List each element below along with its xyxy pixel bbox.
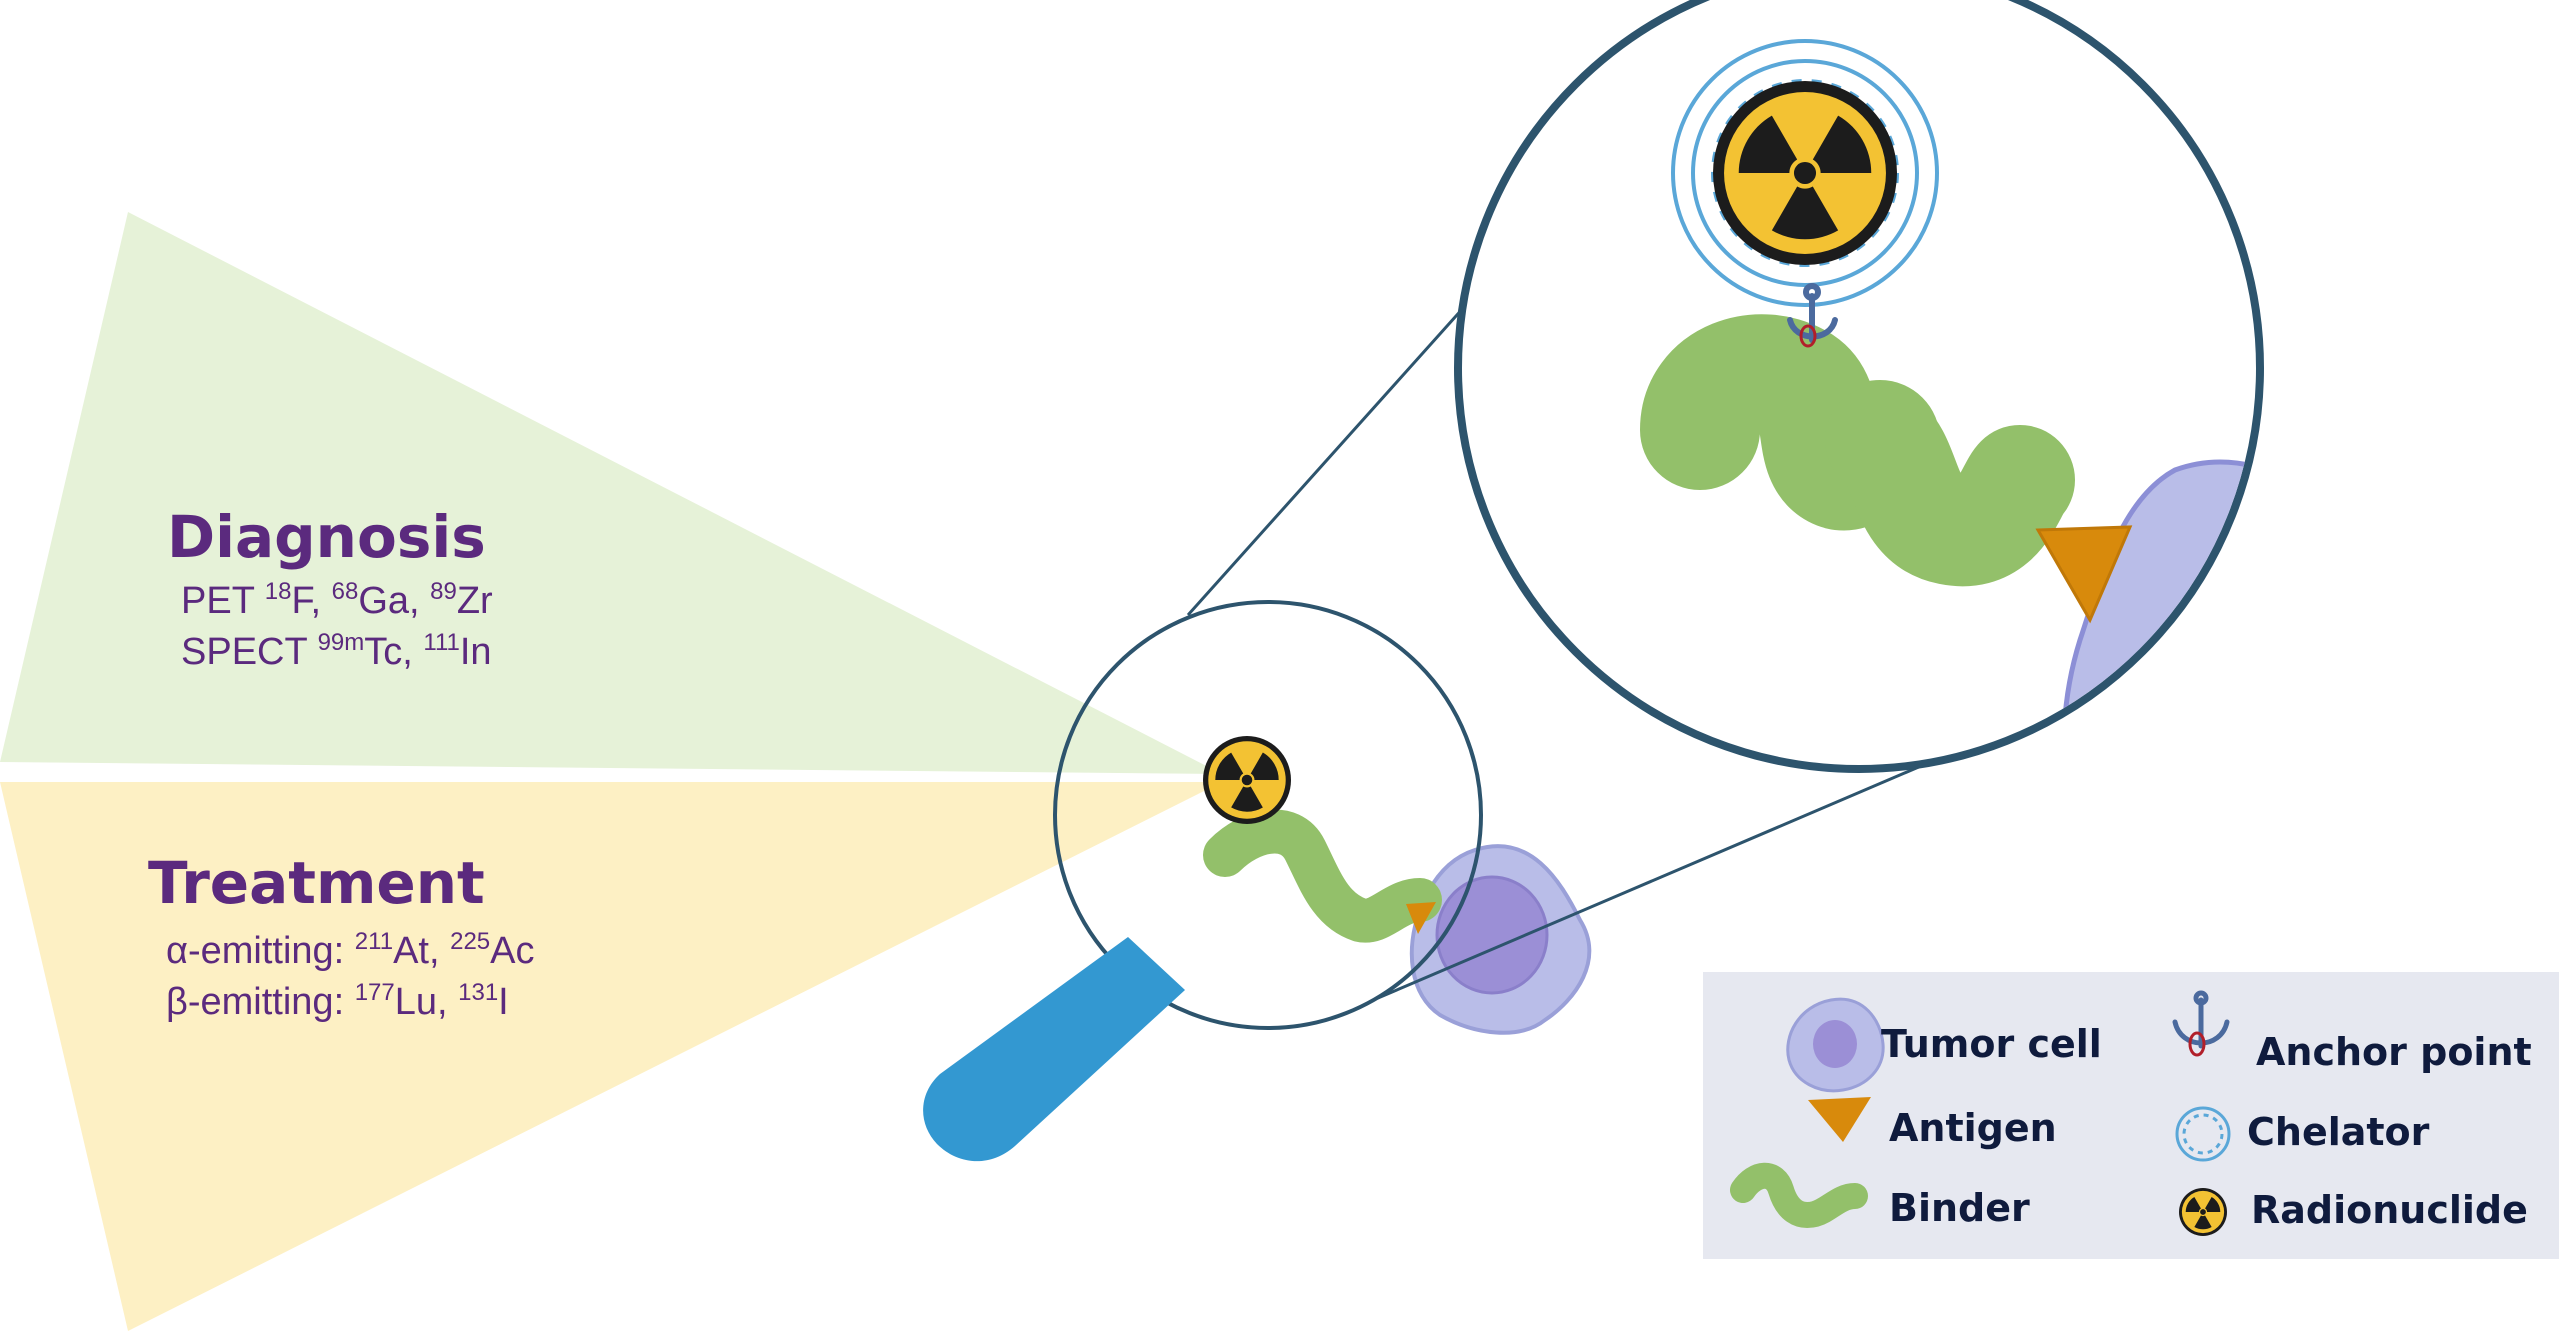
antigen-legend-icon (1808, 1097, 1871, 1142)
legend-icons (1730, 990, 2231, 1236)
radionuclide-large-icon (1713, 81, 1897, 265)
tumor-cell-legend-icon (1786, 997, 1885, 1093)
antigen-large (2035, 525, 2133, 624)
treatment-title: Treatment (148, 849, 485, 917)
treatment-block: Treatment α-emitting: 211At, 225Ac β-emi… (148, 854, 535, 1029)
treatment-fan (0, 782, 1222, 1331)
legend-panel: Tumor cell Antigen Binder Anchor point C… (1703, 972, 2559, 1259)
binder-legend-icon (1730, 1162, 1868, 1228)
anchor-point-large-icon (1787, 283, 1838, 348)
chelator-legend-icon (2175, 1106, 2231, 1162)
magnifier-handle (923, 937, 1185, 1162)
diagnosis-fan (0, 212, 1222, 774)
legend-tumor-cell-label: Tumor cell (1881, 1022, 2102, 1066)
diagnosis-block: Diagnosis PET 18F, 68Ga, 89Zr SPECT 99mT… (167, 508, 493, 679)
legend-antigen-label: Antigen (1889, 1106, 2057, 1150)
diagnosis-title: Diagnosis (167, 503, 486, 571)
diagnosis-spect-line: SPECT 99mTc, 111In (181, 629, 492, 674)
treatment-alpha-line: α-emitting: 211At, 225Ac (166, 928, 535, 973)
zoom-line-bottom (1377, 726, 2011, 1000)
legend-anchor-point-label: Anchor point (2256, 1030, 2532, 1074)
binder-large-tail (1825, 385, 2075, 587)
radionuclide-legend-icon (2179, 1188, 2227, 1236)
radionuclide-small-icon (1203, 736, 1291, 824)
anchor-point-legend-icon (2172, 990, 2230, 1057)
magnifier-lens (1053, 600, 1483, 1030)
legend-chelator-label: Chelator (2247, 1110, 2430, 1154)
legend-binder-label: Binder (1889, 1186, 2030, 1230)
treatment-beta-line: β-emitting: 177Lu, 131I (166, 979, 509, 1024)
antigen-small (1406, 902, 1436, 934)
diagnosis-pet-line: PET 18F, 68Ga, 89Zr (181, 578, 493, 623)
legend-radionuclide-label: Radionuclide (2251, 1188, 2528, 1232)
binder-small (1203, 809, 1442, 943)
